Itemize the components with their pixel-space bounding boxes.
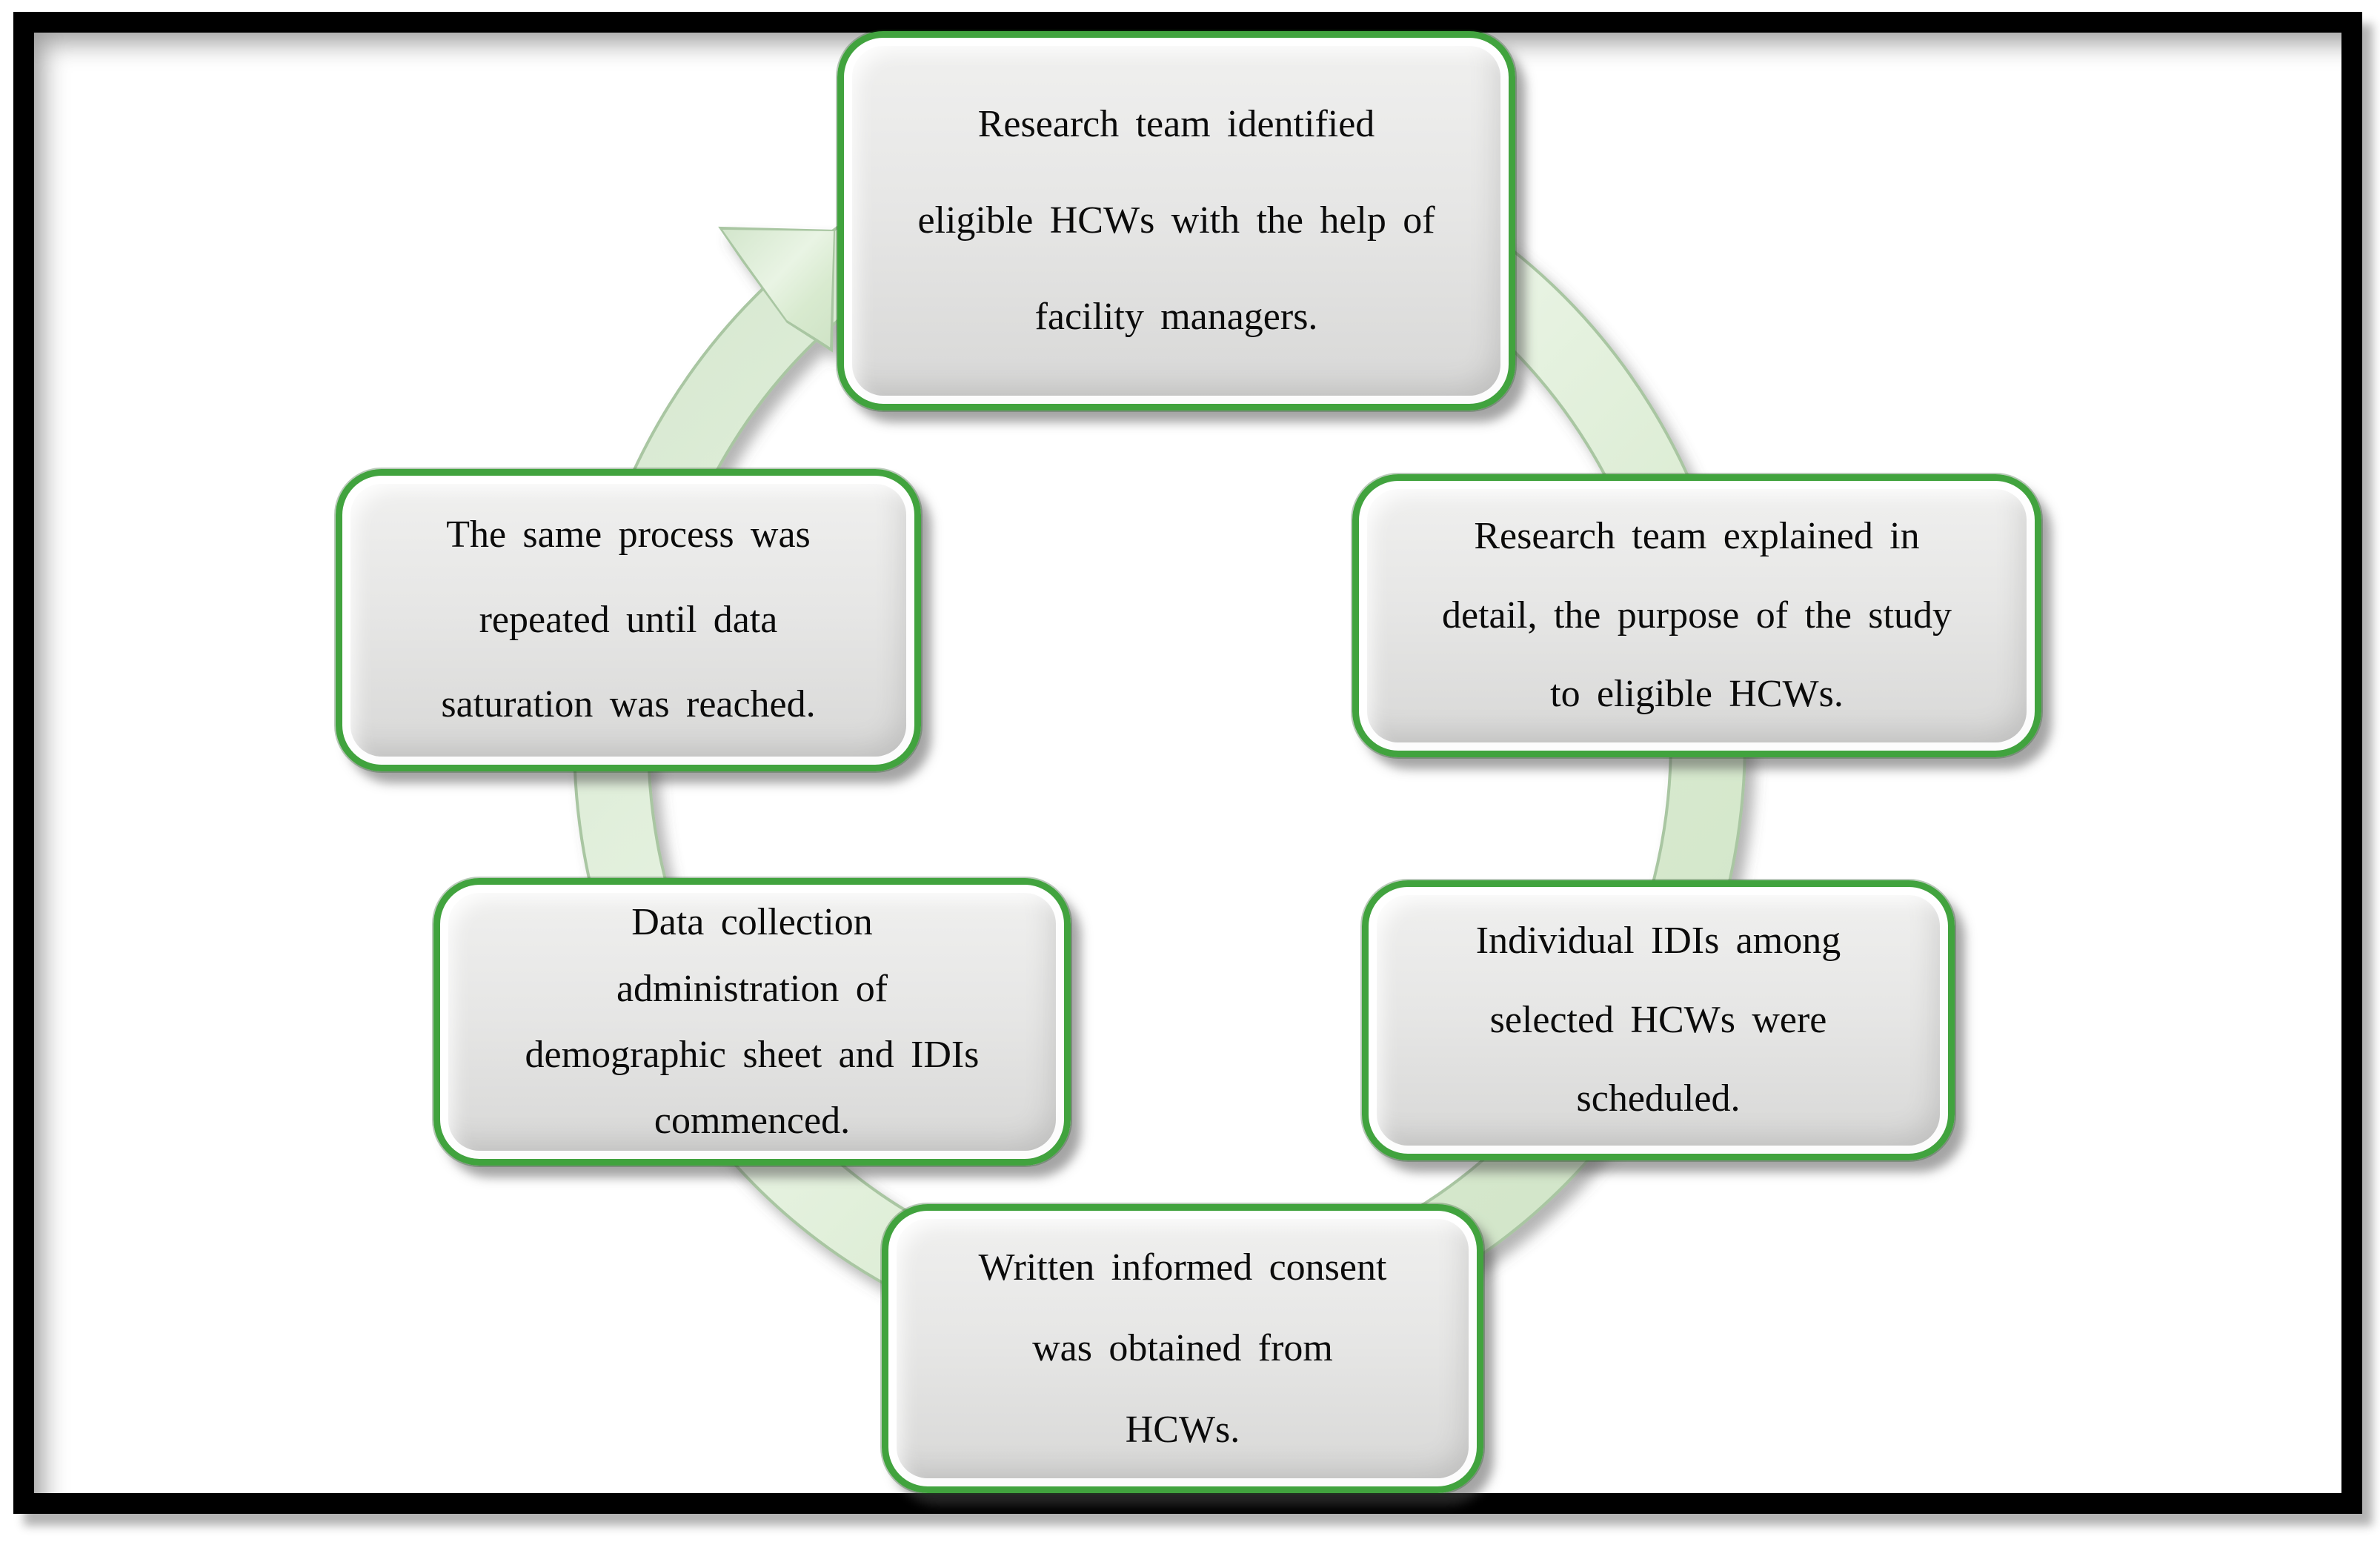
cycle-arrowhead-face: [722, 230, 834, 347]
cycle-step-1-text: Research team identified eligible HCWs w…: [917, 103, 1435, 338]
cycle-step-3-text: Individual IDIs among selected HCWs were…: [1475, 920, 1841, 1120]
cycle-step-5-text: Data collection administration of demogr…: [525, 901, 980, 1143]
cycle-step-3-box: Individual IDIs among selected HCWs were…: [1362, 880, 1955, 1160]
cycle-step-6-box: The same process was repeated until data…: [336, 469, 921, 771]
cycle-step-2-text: Research team explained in detail, the p…: [1442, 515, 1952, 716]
cycle-step-2-box: Research team explained in detail, the p…: [1352, 474, 2041, 757]
cycle-step-4-text: Written informed consent was obtained fr…: [978, 1246, 1387, 1451]
cycle-step-5-box: Data collection administration of demogr…: [433, 878, 1071, 1166]
cycle-step-4-box: Written informed consent was obtained fr…: [882, 1204, 1483, 1493]
cycle-step-1-box: Research team identified eligible HCWs w…: [837, 31, 1515, 411]
cycle-step-6-text: The same process was repeated until data…: [441, 514, 816, 726]
